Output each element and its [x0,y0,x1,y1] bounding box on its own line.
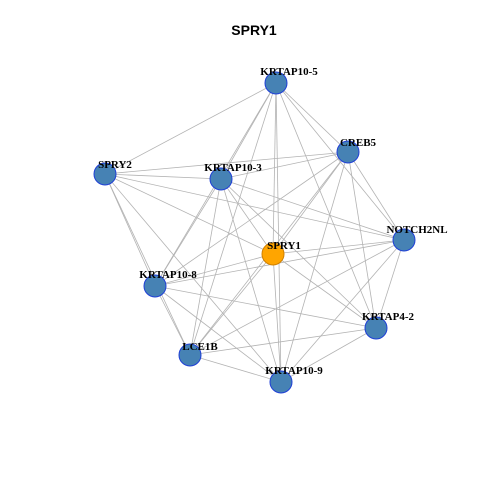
edge-notch2nl-krtap10-9 [280,239,405,383]
edge-spry2-notch2nl [104,173,405,241]
edge-krtap10-5-notch2nl [275,82,405,241]
edge-spry1-krtap10-8 [154,253,274,287]
edge-krtap10-3-notch2nl [220,178,405,241]
edge-creb5-notch2nl [347,151,405,241]
edge-creb5-spry2 [104,151,349,175]
edge-creb5-krtap10-3 [220,151,349,180]
edge-krtap10-8-lce1b [154,285,191,356]
node-notch2nl[interactable] [392,228,416,252]
edge-spry2-lce1b [104,173,191,356]
edge-krtap4-2-krtap10-9 [280,327,377,383]
node-lce1b[interactable] [178,343,202,367]
node-spry2[interactable] [93,162,117,186]
edge-krtap10-5-spry2 [104,82,277,175]
edge-krtap10-3-lce1b [189,178,222,356]
edge-creb5-krtap4-2 [347,151,377,329]
edge-krtap10-3-spry1 [220,178,274,255]
edge-spry1-lce1b [189,253,274,356]
node-label-lce1b: LCE1B [182,341,218,353]
edge-notch2nl-krtap4-2 [375,239,405,329]
edges-layer [104,82,405,383]
edge-krtap10-5-spry1 [272,82,277,255]
edge-krtap4-2-lce1b [189,327,377,356]
node-creb5[interactable] [336,140,360,164]
node-krtap10-9[interactable] [269,370,293,394]
edge-spry2-spry1 [104,173,274,255]
edge-lce1b-krtap10-9 [189,354,282,383]
edge-creb5-krtap10-8 [154,151,349,287]
node-spry1[interactable] [261,242,285,266]
node-krtap4-2[interactable] [364,316,388,340]
edge-krtap10-5-krtap4-2 [275,82,377,329]
node-label-krtap10-5: KRTAP10-5 [260,66,318,78]
node-krtap10-3[interactable] [209,167,233,191]
node-label-spry2: SPRY2 [98,159,132,171]
node-label-krtap10-8: KRTAP10-8 [139,269,197,281]
edge-creb5-krtap10-9 [280,151,349,383]
edge-krtap10-5-krtap10-9 [275,82,282,383]
node-label-spry1: SPRY1 [267,240,301,252]
edge-spry2-krtap10-3 [104,173,222,180]
node-krtap10-8[interactable] [143,274,167,298]
node-label-notch2nl: NOTCH2NL [386,224,447,236]
edge-krtap10-3-krtap10-8 [154,178,222,287]
node-label-krtap10-9: KRTAP10-9 [265,365,323,377]
edge-spry1-krtap4-2 [272,253,377,329]
edge-krtap10-3-krtap4-2 [220,178,377,329]
edge-krtap10-8-krtap10-9 [154,285,282,383]
edge-spry2-krtap10-9 [104,173,282,383]
edge-spry1-krtap10-9 [272,253,282,383]
diagram-title: SPRY1 [231,22,277,38]
edge-creb5-spry1 [272,151,349,255]
node-krtap10-5[interactable] [264,71,288,95]
node-label-creb5: CREB5 [340,137,377,149]
node-label-krtap10-3: KRTAP10-3 [204,162,262,174]
edge-notch2nl-spry1 [272,239,405,255]
edge-notch2nl-lce1b [189,239,405,356]
nodes-layer [93,71,416,394]
edge-krtap10-5-creb5 [275,82,349,153]
node-label-krtap4-2: KRTAP4-2 [362,311,414,323]
edge-krtap10-8-krtap4-2 [154,285,377,329]
